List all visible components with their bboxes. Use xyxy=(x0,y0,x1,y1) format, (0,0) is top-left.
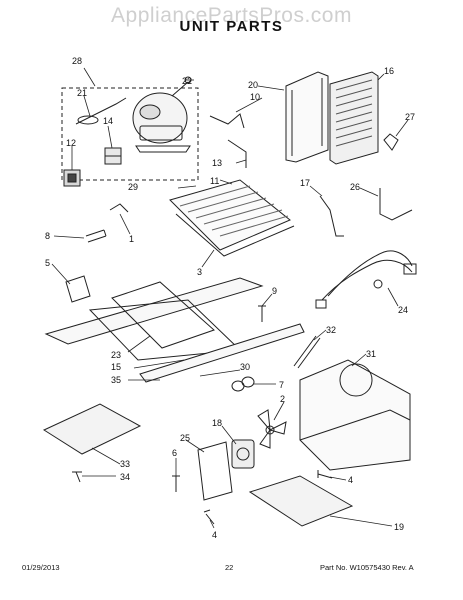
callout-20: 20 xyxy=(248,80,258,90)
callout-labels: 28 21 14 12 22 20 10 16 27 13 11 29 17 2… xyxy=(45,56,415,540)
callout-11: 11 xyxy=(210,176,219,186)
tube-10-illustration xyxy=(209,113,245,129)
leader-lines xyxy=(51,67,409,529)
callout-12: 12 xyxy=(66,138,76,148)
tube-26-illustration xyxy=(379,188,413,221)
tube-17-illustration xyxy=(319,195,344,237)
callout-30: 30 xyxy=(240,362,250,372)
callout-3: 3 xyxy=(197,267,202,277)
cover-33-illustration xyxy=(42,403,142,455)
drain-tube-32-illustration xyxy=(293,335,321,369)
callout-27: 27 xyxy=(405,112,415,122)
tube-8-illustration xyxy=(85,229,107,243)
screw-4b-illustration xyxy=(203,509,215,525)
capacitor-illustration xyxy=(63,169,81,187)
callout-21: 21 xyxy=(77,88,87,98)
footer-page-number: 22 xyxy=(225,563,234,572)
callout-32: 32 xyxy=(326,325,336,335)
start-relay-illustration xyxy=(104,147,122,165)
callout-16: 16 xyxy=(384,66,394,76)
footer-date: 01/29/2013 xyxy=(22,563,60,572)
fan-blade-illustration xyxy=(257,409,287,449)
callout-13: 13 xyxy=(212,158,222,168)
callout-34: 34 xyxy=(120,472,130,482)
callout-26: 26 xyxy=(350,182,360,192)
frame-rails-illustration xyxy=(44,277,305,383)
fan-housing-illustration xyxy=(299,359,411,471)
screw-4a-illustration xyxy=(317,470,333,479)
callout-5: 5 xyxy=(45,258,50,268)
callout-19: 19 xyxy=(394,522,404,532)
bracket-25-illustration xyxy=(197,441,233,501)
callout-29: 29 xyxy=(128,182,138,192)
callout-7: 7 xyxy=(279,380,284,390)
callout-8: 8 xyxy=(45,231,50,241)
compressor-illustration xyxy=(132,76,192,153)
callout-33: 33 xyxy=(120,459,130,469)
callout-31: 31 xyxy=(366,349,376,359)
callout-15: 15 xyxy=(111,362,121,372)
callout-1: 1 xyxy=(129,234,134,244)
watermark-text: AppliancePartsPros.com xyxy=(111,4,352,27)
callout-4-upper: 4 xyxy=(348,475,353,485)
callout-23: 23 xyxy=(111,350,121,360)
callout-10: 10 xyxy=(250,92,260,102)
tube-13-illustration xyxy=(227,139,247,168)
bracket-5-illustration xyxy=(65,275,91,303)
callout-24: 24 xyxy=(398,305,408,315)
evaporator-coil-illustration xyxy=(169,179,295,257)
screw-6-illustration xyxy=(172,475,180,492)
callout-6: 6 xyxy=(172,448,177,458)
callout-14: 14 xyxy=(103,116,113,126)
screw-34-illustration xyxy=(72,471,82,483)
callout-9: 9 xyxy=(272,286,277,296)
callout-28: 28 xyxy=(72,56,82,66)
grommet-7-illustration xyxy=(231,376,255,392)
condenser-shroud-illustration xyxy=(285,71,329,163)
callout-18: 18 xyxy=(212,418,222,428)
wire-harness-24-illustration xyxy=(315,250,417,309)
fan-motor-illustration xyxy=(231,439,255,469)
callout-17: 17 xyxy=(300,178,310,188)
callout-2: 2 xyxy=(280,394,285,404)
callout-4-lower: 4 xyxy=(212,530,217,540)
wire-harness-small xyxy=(75,97,127,125)
footer-part-number: Part No. W10575430 Rev. A xyxy=(320,563,414,572)
callout-25: 25 xyxy=(180,433,190,443)
callout-35: 35 xyxy=(111,375,121,385)
callout-22: 22 xyxy=(182,76,192,86)
compressor-group-box xyxy=(61,87,199,181)
screw-9-illustration xyxy=(258,305,266,322)
page-title: UNIT PARTS xyxy=(179,18,284,35)
clip-1-illustration xyxy=(109,203,129,213)
condenser-coil-illustration xyxy=(329,71,379,165)
clip-27-illustration xyxy=(383,133,399,151)
drain-pan-illustration xyxy=(248,475,354,527)
